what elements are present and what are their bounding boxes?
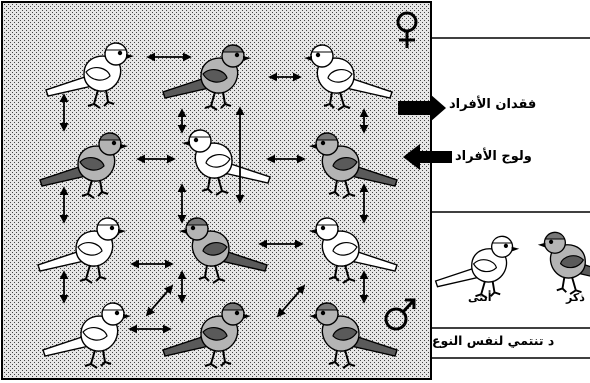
bird-icon [309,302,398,369]
bird-icon [37,217,126,284]
loss-of-individuals-label: فقدان الأفراد [449,97,537,112]
side-panel [431,37,590,359]
arrow-left-icon [403,144,452,170]
arrow-right-icon [398,94,446,122]
male-label: ذكر [566,291,585,304]
entry-of-individuals-label: ولوج الأفراد [455,149,532,164]
bird-icon [42,302,131,369]
male-symbol [384,298,416,331]
bird-icon [162,302,251,369]
same-species-label: د تنتمي لنفس النوع [432,333,555,348]
bird-icon [45,42,134,109]
bird-icon [537,231,590,295]
bird-icon [179,217,268,284]
bird-icon [309,132,398,199]
exchange-arrows [59,52,369,334]
birds-group [37,42,590,369]
bird-icon [434,235,520,299]
female-label: أنثى [468,291,492,304]
female-symbol [396,11,418,48]
bird-icon [304,44,393,111]
double-arrow-icon [145,284,174,317]
bird-icon [39,132,128,199]
bird-icon [309,217,398,284]
bird-icon [162,44,251,111]
double-arrow-icon [276,284,306,318]
